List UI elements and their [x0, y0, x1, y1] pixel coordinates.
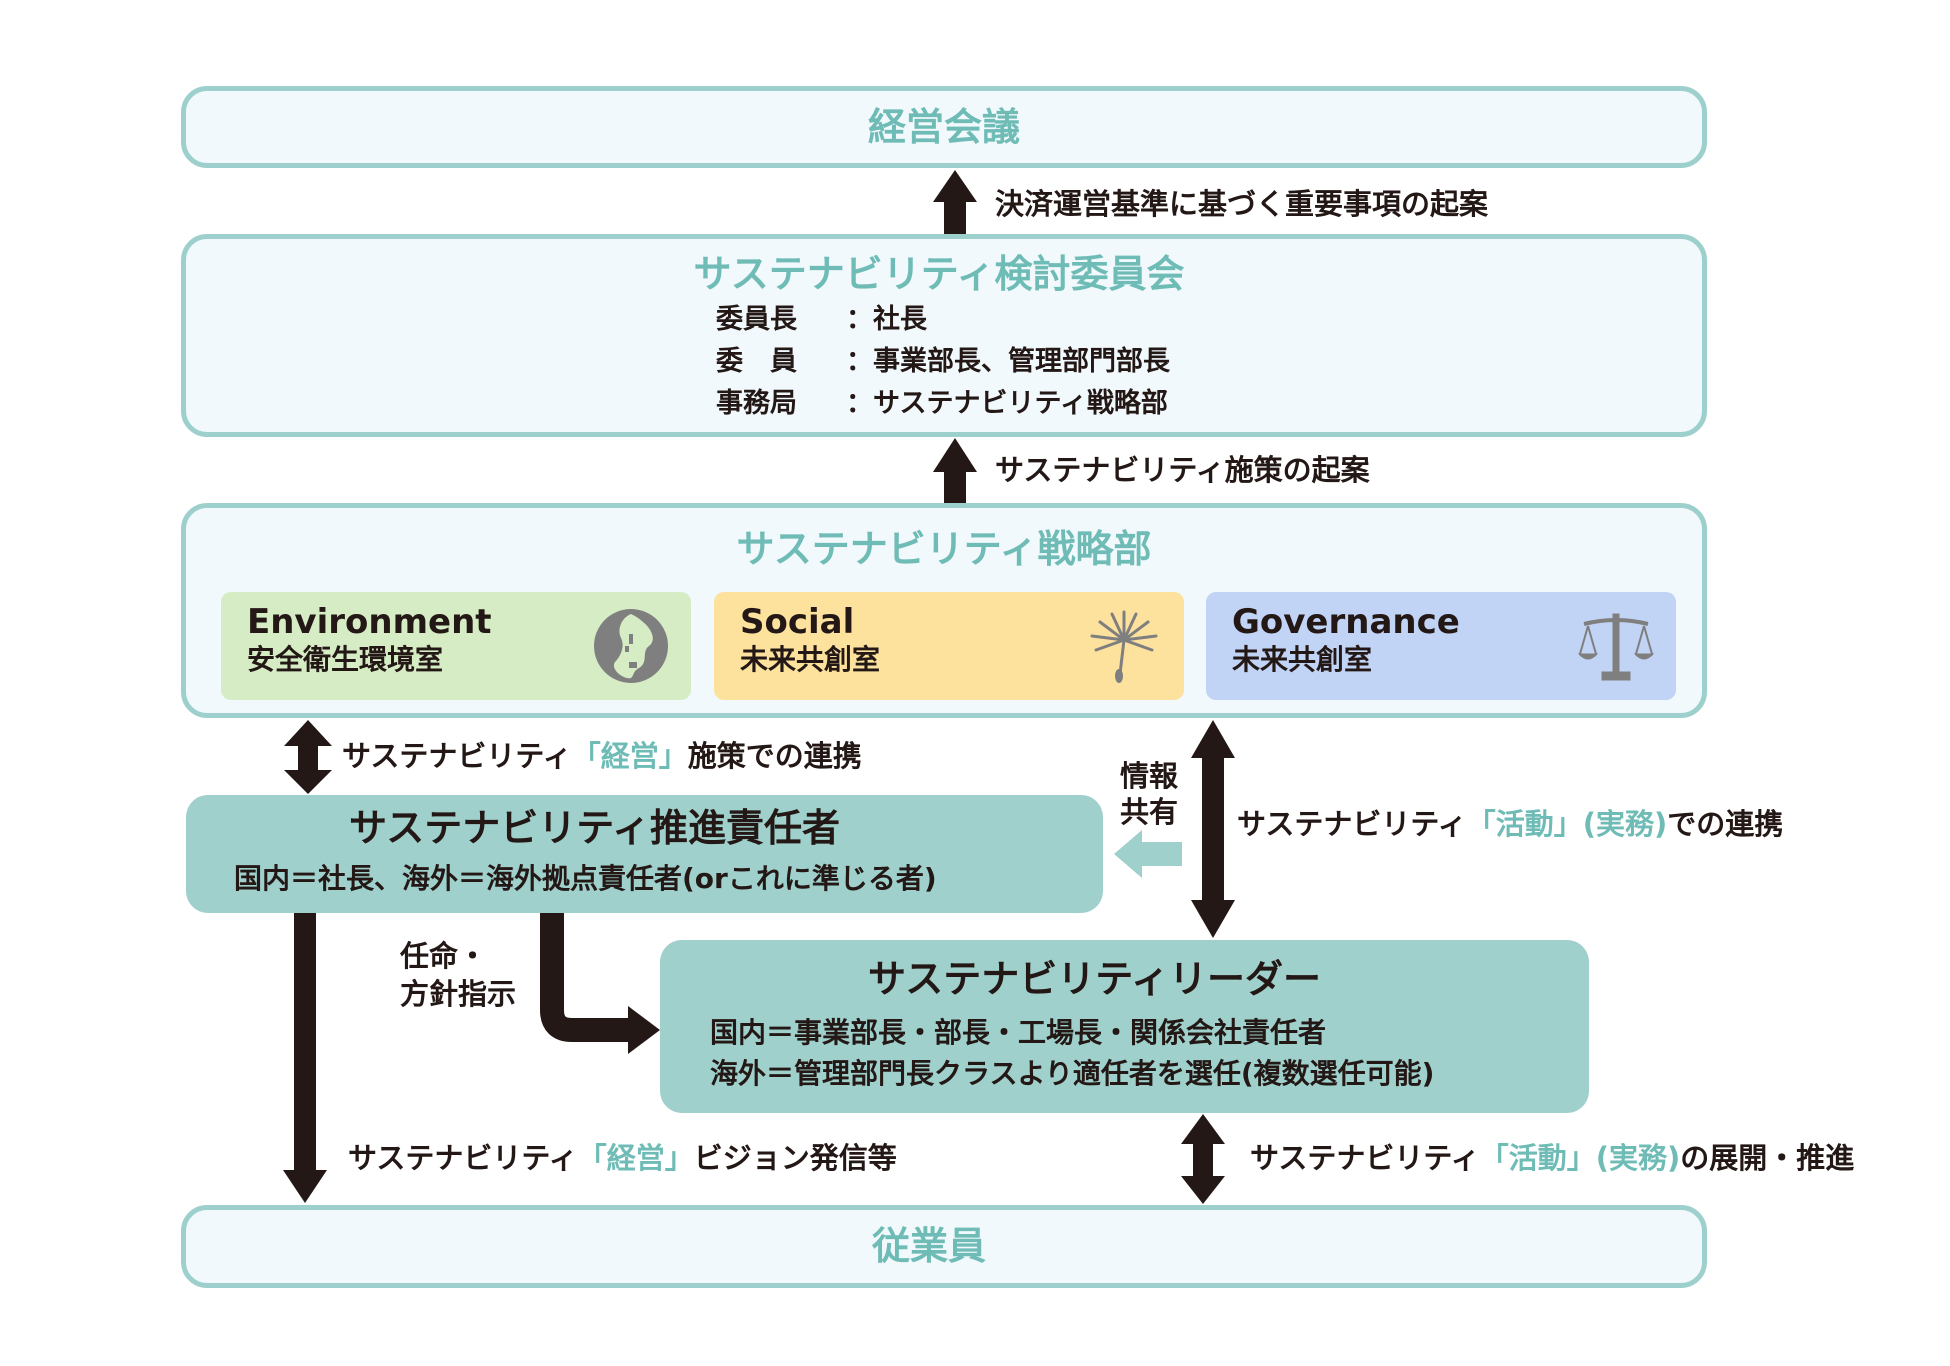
committee-members: 委員長 ：社長 委 員 ：事業部長、管理部門部長 事務局 ：サステナビリティ戦略部	[716, 299, 1170, 425]
leader-box: サステナビリティリーダー 国内＝事業部長・部長・工場長・関係会社責任者 海外＝管…	[660, 940, 1589, 1113]
unit-jp: 未来共創室	[1232, 643, 1373, 676]
dandelion-seed-icon	[1090, 610, 1158, 683]
double-arrow-management-link	[284, 720, 332, 794]
committee-title: サステナビリティ検討委員会	[693, 252, 1185, 296]
label-highlight: 「経営」	[577, 1141, 694, 1175]
vision-label: サステナビリティ「経営」ビジョン発信等	[348, 1140, 897, 1176]
member-row: 委 員 ：事業部長、管理部門部長	[716, 341, 1170, 383]
board-box: 経営会議	[181, 86, 1707, 168]
appoint-label: 任命・ 方針指示	[400, 937, 516, 1013]
appoint-line1: 任命・	[400, 939, 488, 973]
scales-icon	[1577, 613, 1655, 681]
board-title: 経営会議	[867, 105, 1020, 149]
activity-link-label: サステナビリティ「活動」(実務)での連携	[1237, 806, 1783, 842]
label-prefix: サステナビリティ	[342, 739, 572, 773]
appoint-line2: 方針指示	[400, 977, 517, 1011]
info-share-label: 情報 共有	[1120, 758, 1178, 830]
unit-environment: Environment 安全衛生環境室	[221, 592, 691, 700]
member-value: ：サステナビリティ戦略部	[846, 388, 1168, 419]
unit-jp: 安全衛生環境室	[247, 643, 444, 676]
unit-social: Social 未来共創室	[714, 592, 1184, 700]
appoint-arrow	[540, 913, 660, 1054]
committee-box: サステナビリティ検討委員会 委員長 ：社長 委 員 ：事業部長、管理部門部長 事務局…	[181, 234, 1707, 437]
double-arrow-deploy	[1181, 1114, 1225, 1204]
label-suffix: 施策での連携	[687, 739, 862, 773]
deploy-label: サステナビリティ「活動」(実務)の展開・推進	[1250, 1140, 1854, 1176]
label-highlight: 「活動」(実務)	[1466, 807, 1668, 841]
label-suffix: ビジョン発信等	[693, 1141, 897, 1175]
label-suffix: の展開・推進	[1680, 1141, 1855, 1175]
info-share-line2: 共有	[1120, 795, 1179, 829]
label-prefix: サステナビリティ	[1250, 1141, 1480, 1175]
member-row: 委員長 ：社長	[716, 299, 1170, 341]
unit-jp: 未来共創室	[740, 643, 881, 676]
promoter-box: サステナビリティ推進責任者 国内＝社長、海外＝海外拠点責任者(orこれに準じる者…	[186, 795, 1103, 913]
label-highlight: 「活動」(実務)	[1479, 1141, 1681, 1175]
management-link-label: サステナビリティ「経営」施策での連携	[342, 738, 862, 774]
arrow-up-to-committee	[933, 438, 977, 508]
leader-title: サステナビリティリーダー	[868, 957, 1321, 1001]
label-suffix: での連携	[1667, 807, 1784, 841]
info-share-line1: 情報	[1120, 759, 1179, 793]
member-value: ：社長	[846, 304, 927, 335]
promoter-title: サステナビリティ推進責任者	[349, 806, 840, 850]
leader-detail-line1: 国内＝事業部長・部長・工場長・関係会社責任者	[710, 1016, 1327, 1049]
globe-icon	[594, 609, 668, 683]
double-arrow-activity-link	[1191, 720, 1235, 938]
info-share-arrow	[1114, 830, 1182, 878]
unit-en: Social	[740, 602, 855, 642]
strategy-title: サステナビリティ戦略部	[736, 527, 1152, 571]
leader-detail-line2: 海外＝管理部門長クラスより適任者を選任(複数選任可能)	[710, 1057, 1435, 1090]
label-highlight: 「経営」	[571, 739, 688, 773]
unit-en: Environment	[247, 602, 492, 642]
committee-arrow-label: サステナビリティ施策の起案	[995, 453, 1370, 487]
arrow-up-to-board	[933, 170, 977, 236]
promoter-detail: 国内＝社長、海外＝海外拠点責任者(orこれに準じる者)	[234, 862, 937, 895]
employees-title: 従業員	[871, 1224, 986, 1268]
label-prefix: サステナビリティ	[348, 1141, 578, 1175]
member-row: 事務局 ：サステナビリティ戦略部	[716, 383, 1170, 425]
member-role: 事務局	[716, 388, 797, 419]
member-role: 委 員	[716, 346, 797, 377]
unit-en: Governance	[1232, 602, 1460, 642]
unit-governance: Governance 未来共創室	[1206, 592, 1676, 700]
member-role: 委員長	[716, 304, 797, 335]
board-arrow-label: 決済運営基準に基づく重要事項の起案	[995, 187, 1489, 221]
member-value: ：事業部長、管理部門部長	[846, 346, 1170, 377]
label-prefix: サステナビリティ	[1237, 807, 1467, 841]
arrow-down-vision	[283, 913, 327, 1203]
employees-box: 従業員	[181, 1205, 1707, 1288]
